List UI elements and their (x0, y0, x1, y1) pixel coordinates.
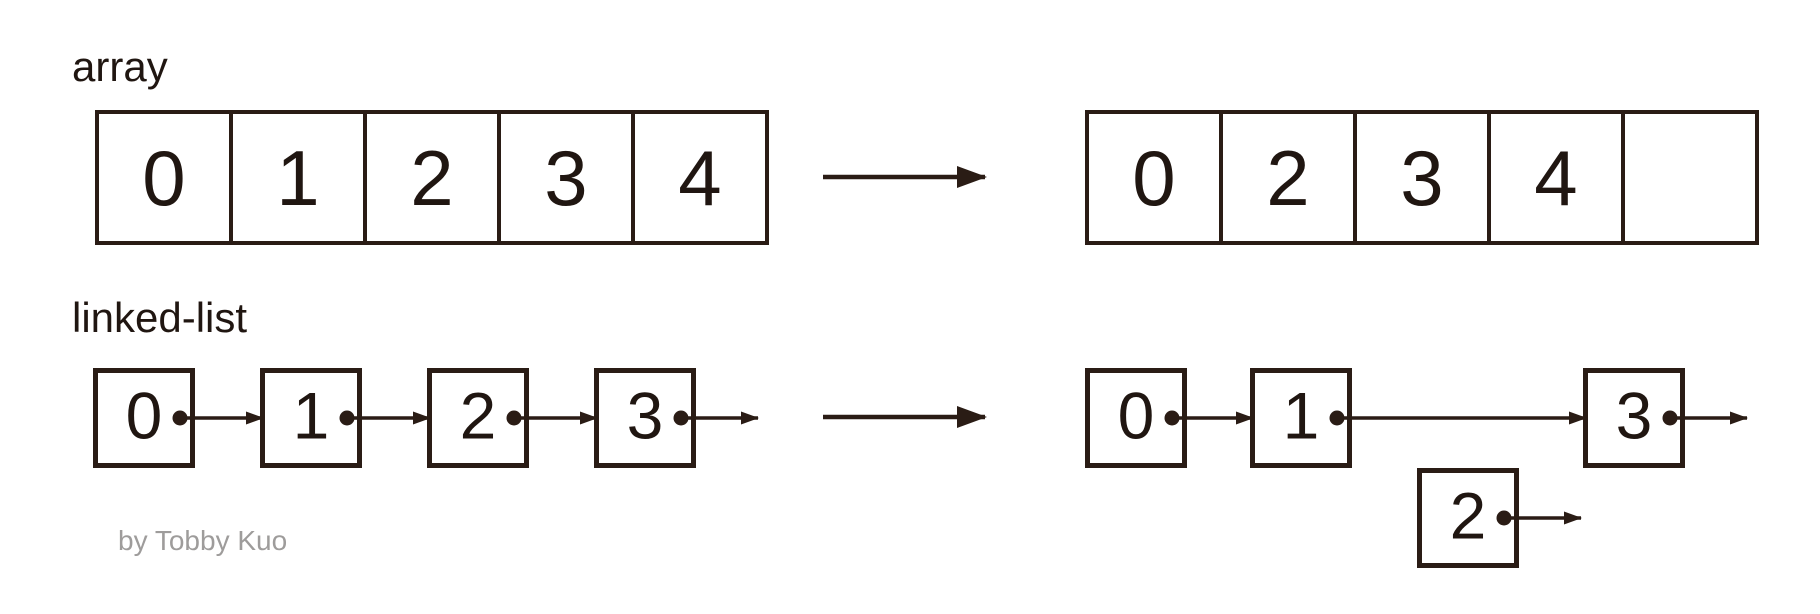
array-cell: 2 (367, 114, 501, 241)
array-cell: 1 (233, 114, 367, 241)
list-node: 2 (1417, 468, 1519, 568)
node-value: 3 (626, 378, 664, 453)
array-cell: 3 (1357, 114, 1491, 241)
node-value: 1 (1282, 378, 1320, 453)
node-value: 2 (1449, 478, 1487, 553)
list-node: 1 (1250, 368, 1352, 468)
array-cell: 4 (678, 133, 722, 222)
array-cell: 4 (1491, 114, 1625, 241)
node-value: 3 (1615, 378, 1653, 453)
list-node: 1 (260, 368, 362, 468)
array-cell: 2 (1223, 114, 1357, 241)
list-node: 0 (93, 368, 195, 468)
node-value: 0 (1117, 378, 1155, 453)
array-cell: 0 (1089, 114, 1223, 241)
array-cell (1625, 114, 1755, 241)
list-node: 0 (1085, 368, 1187, 468)
node-value: 1 (292, 378, 330, 453)
node-value: 0 (125, 378, 163, 453)
list-node: 3 (594, 368, 696, 468)
list-node: 3 (1583, 368, 1685, 468)
array-cell: 3 (501, 114, 635, 241)
array-cell: 0 (99, 114, 233, 241)
node-value: 2 (459, 378, 497, 453)
list-node: 2 (427, 368, 529, 468)
array-section-label: array (72, 43, 168, 90)
list-section-label: linked-list (72, 294, 248, 341)
credit-text: by Tobby Kuo (118, 525, 288, 556)
